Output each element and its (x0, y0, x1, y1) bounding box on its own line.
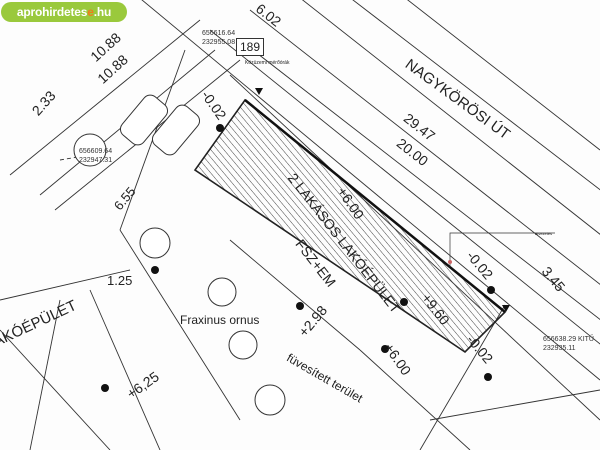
utility-label: Közüzemi mérőórák (245, 60, 290, 66)
tree-icon (73, 133, 107, 167)
tree-icon (228, 330, 258, 360)
tree-icon (139, 227, 171, 259)
logo-prefix: aprohirdetes (16, 5, 88, 19)
dimension-1-25: 1.25 (107, 273, 133, 288)
logo-accent: e (87, 5, 94, 19)
trees (73, 133, 286, 416)
callout-label: átvezetés (535, 231, 553, 236)
tree-icon (254, 384, 286, 416)
tree-label: Fraxinus ornus (180, 313, 260, 327)
parcel-number: 189 (236, 38, 265, 56)
level-markers (101, 88, 510, 392)
parked-cars (119, 94, 201, 156)
parcel-lines (0, 19, 600, 450)
tree-icon (207, 277, 237, 307)
logo-suffix: .hu (93, 5, 112, 19)
